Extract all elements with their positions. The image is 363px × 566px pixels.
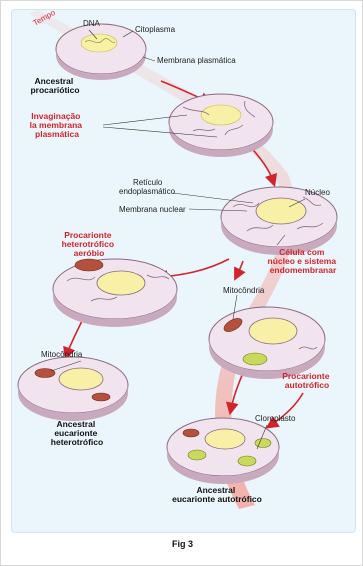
chloroplast <box>238 456 256 466</box>
membrana-nuclear-label: Membrana nuclear <box>119 205 186 214</box>
cell-engulfing-heterotroph <box>53 259 177 327</box>
arrow-4 <box>237 261 243 275</box>
mitocondria-right-label: Mitocôndria <box>223 286 265 295</box>
cell-prokaryote <box>56 24 146 80</box>
celula-nucleo-label: Célula com núcleo e sistema endomembrana… <box>268 247 339 275</box>
arrow-3 <box>161 259 229 277</box>
mitocondria-left-label: Mitocôndria <box>41 350 83 359</box>
autotrophic-prokaryote <box>243 353 267 365</box>
chloroplast <box>255 439 271 448</box>
cell-nucleus <box>221 187 337 255</box>
ancestral-procariotico-label: Ancestral procariótico <box>30 76 79 95</box>
mitochondrion <box>92 393 110 401</box>
figure-caption: Fig 3 <box>1 539 363 549</box>
citoplasma-label: Citoplasma <box>135 25 176 34</box>
invaginacao-label: Invaginação la membrana plasmática <box>30 111 85 139</box>
procarionte-autotrofico-label: Procarionte autotrófico <box>282 371 332 390</box>
ancestral-heterotrofico-label: Ancestral eucarionte heterotrófico <box>51 419 103 447</box>
dna-region <box>81 34 117 52</box>
dna-label: DNA <box>83 19 101 28</box>
nucleo-label: Núcleo <box>305 188 330 197</box>
chloroplast <box>188 450 206 460</box>
cell-autotrophic-eukaryote <box>167 418 279 484</box>
cell-engulfing-autotroph <box>209 307 325 379</box>
endosymbiosis-diagram: Tempo DNA Citoplasma Membrana plasmática… <box>11 9 354 531</box>
cell-invagination <box>169 94 273 157</box>
procarionte-heterotrofico-label: Procarionte heterotrófico aeróbio <box>62 230 117 258</box>
cloroplasto-label: Cloroplasto <box>255 414 296 423</box>
membrana-plasmatica-label: Membrana plasmática <box>157 56 236 65</box>
arrow-5 <box>67 319 83 354</box>
reticulo-label: Retículo endoplasmático <box>119 178 176 196</box>
mitochondrion <box>183 429 199 437</box>
aerobic-prokaryote <box>75 259 103 271</box>
mitochondrion <box>35 369 55 378</box>
cell-heterotrophic-eukaryote <box>18 357 128 421</box>
ancestral-autotrofico-label: Ancestral eucarionte autotrófico <box>172 485 262 504</box>
